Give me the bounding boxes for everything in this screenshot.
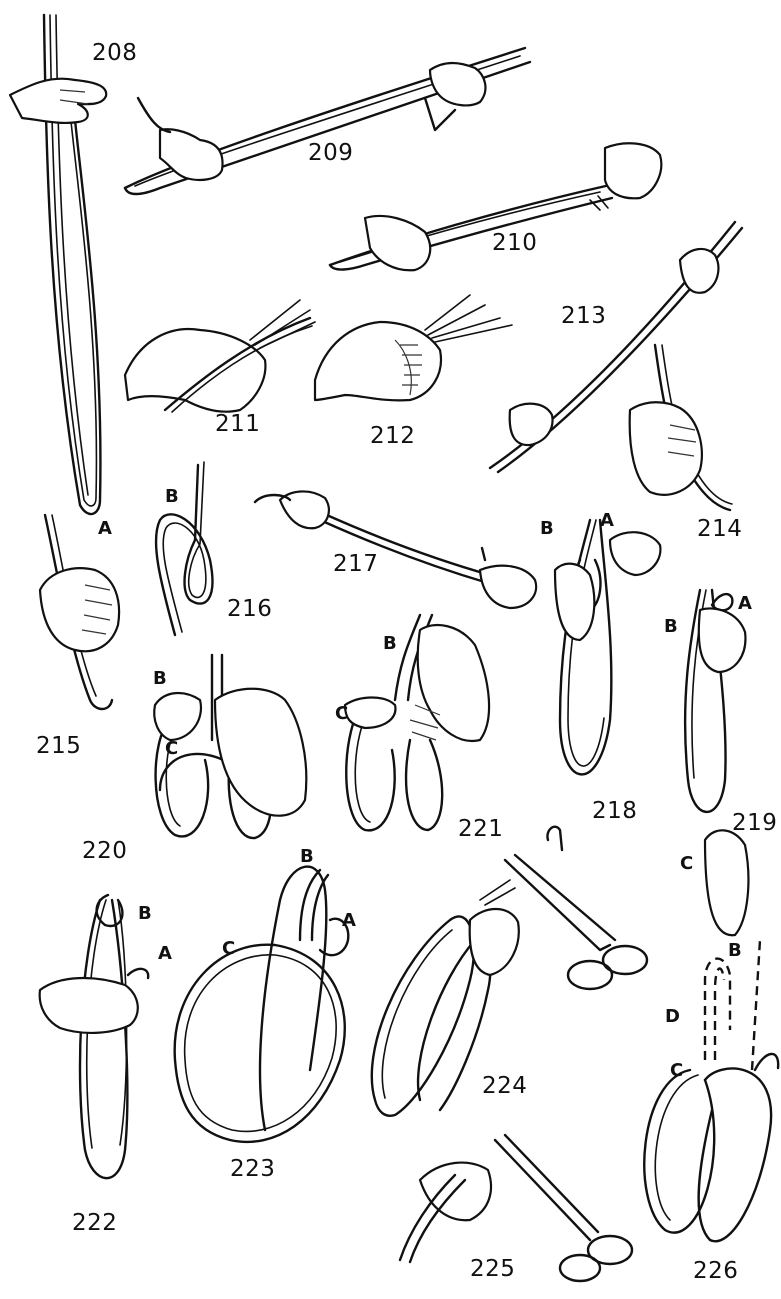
point-c-226: C <box>670 1062 683 1080</box>
fig-209-label: 209 <box>308 142 353 165</box>
point-a-218: A <box>600 512 614 530</box>
fig-213-drawing <box>490 222 742 472</box>
fig-210-label: 210 <box>492 232 537 255</box>
point-b-223: B <box>300 848 314 866</box>
fig-224-scissors <box>505 827 647 989</box>
point-a-208: A <box>98 520 112 538</box>
fig-213-label: 213 <box>561 305 606 328</box>
fig-217-drawing <box>255 491 536 608</box>
fig-225-drawing <box>400 1135 632 1281</box>
fig-216-label: 216 <box>227 598 272 621</box>
fig-217-label: 217 <box>333 553 378 576</box>
point-b-226: B <box>728 942 742 960</box>
point-a-219: A <box>738 595 752 613</box>
fig-211-drawing <box>125 300 315 412</box>
fig-208-label: 208 <box>92 42 137 65</box>
fig-215-label: 215 <box>36 735 81 758</box>
point-a-223: A <box>342 912 356 930</box>
point-c-223: C <box>222 940 235 958</box>
fig-214-drawing <box>630 345 732 510</box>
point-d-226: D <box>665 1008 680 1026</box>
fig-223-label: 223 <box>230 1158 275 1181</box>
point-b-216: B <box>165 488 179 506</box>
fig-226-drawing <box>644 940 778 1241</box>
point-b-218: B <box>540 520 554 538</box>
fig-225-label: 225 <box>470 1258 515 1281</box>
fig-224-label: 224 <box>482 1075 527 1098</box>
point-a-222: A <box>158 945 172 963</box>
fig-222-label: 222 <box>72 1212 117 1235</box>
fig-208-drawing <box>10 15 106 514</box>
point-c-219: C <box>680 855 693 873</box>
fig-212-drawing <box>315 295 512 400</box>
fig-215-drawing <box>40 515 119 709</box>
fig-218-label: 218 <box>592 800 637 823</box>
fig-219-label: 219 <box>732 812 777 835</box>
point-b-220: B <box>153 670 167 688</box>
point-b-221: B <box>383 635 397 653</box>
fig-221-drawing <box>345 615 489 830</box>
fig-218-drawing <box>555 520 660 774</box>
fig-226-label: 226 <box>693 1260 738 1283</box>
point-b-219: B <box>664 618 678 636</box>
fig-221-label: 221 <box>458 818 503 841</box>
fig-214-label: 214 <box>697 518 742 541</box>
fig-219-drawing <box>685 590 748 935</box>
fig-223-drawing <box>175 867 349 1142</box>
fig-222-drawing <box>40 895 149 1178</box>
fig-211-label: 211 <box>215 413 260 436</box>
fig-220-label: 220 <box>82 840 127 863</box>
fig-209-drawing <box>125 48 530 194</box>
point-b-222: B <box>138 905 152 923</box>
point-c-221: C <box>335 705 348 723</box>
point-c-220: C <box>165 740 178 758</box>
fig-212-label: 212 <box>370 425 415 448</box>
